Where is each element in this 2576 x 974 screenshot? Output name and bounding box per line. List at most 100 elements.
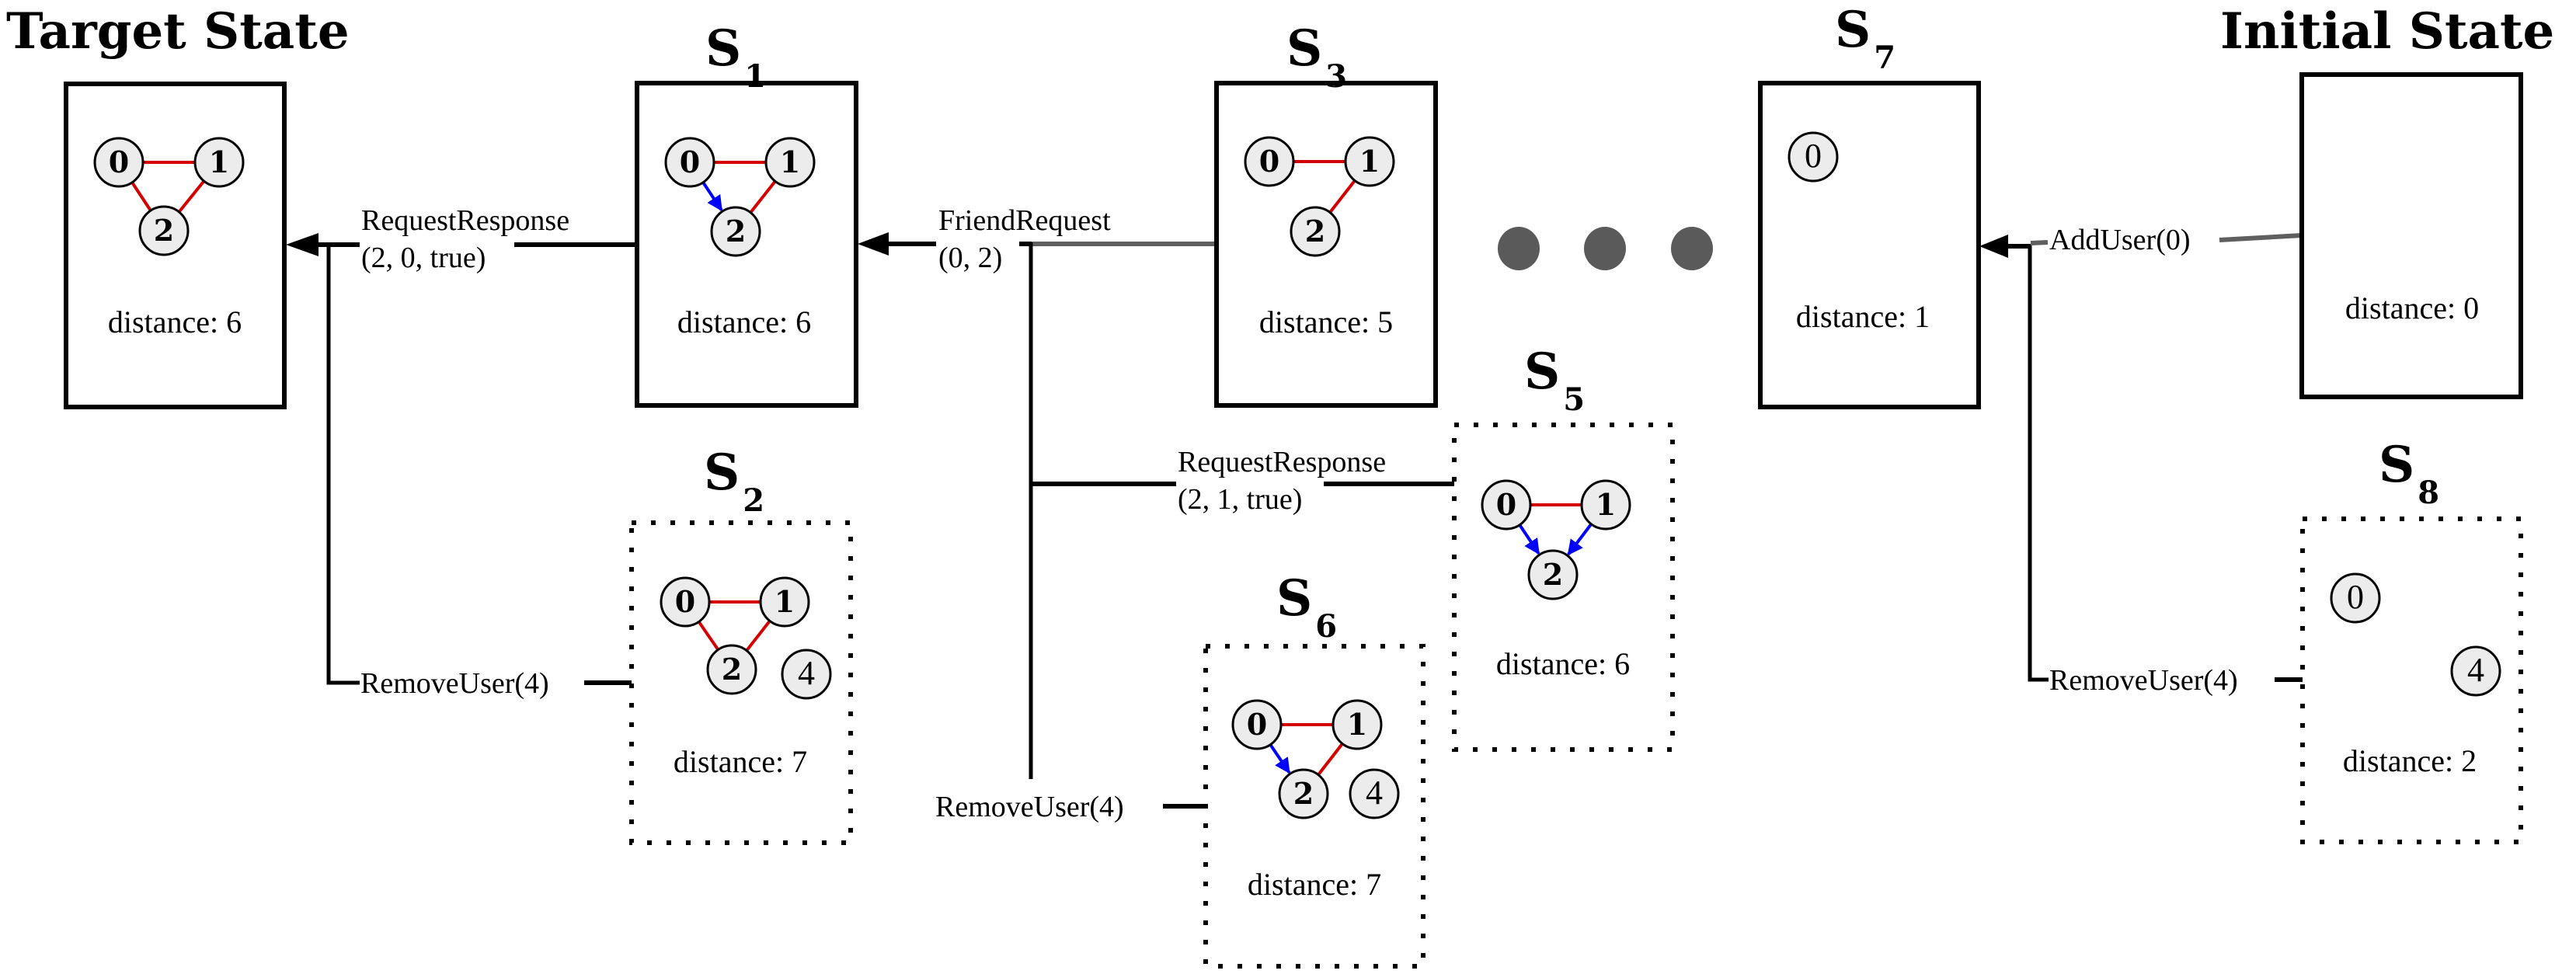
user-node: 0 — [1231, 699, 1283, 750]
user-node: 0 — [660, 576, 711, 628]
state-subscript: 7 — [1874, 40, 1895, 76]
action-label: RemoveUser(4) — [935, 791, 1124, 823]
distance-label: distance: 7 — [674, 744, 807, 779]
friendship-edge — [1328, 179, 1356, 214]
friendship-edge — [745, 620, 771, 652]
arrowhead-s1 — [858, 232, 889, 256]
distance-label: distance: 2 — [2343, 743, 2477, 778]
action-label: AddUser(0) — [2049, 224, 2191, 256]
user-node-id: 0 — [1805, 137, 1822, 175]
user-node-circle — [1278, 768, 1329, 819]
ellipsis-omitted-states — [1498, 227, 1713, 270]
user-node: 2 — [1278, 768, 1329, 819]
user-node-circle — [2450, 645, 2501, 697]
action-label: RequestResponse — [1178, 446, 1386, 478]
action-args: (0, 2) — [938, 242, 1002, 274]
user-node: 2 — [710, 206, 761, 257]
user-node-id: 2 — [722, 652, 742, 687]
user-node: 4 — [1349, 768, 1400, 819]
user-node-circle — [706, 644, 757, 695]
user-node-id: 0 — [1259, 144, 1279, 179]
user-node-circle — [764, 137, 816, 188]
user-node-id: 0 — [1247, 707, 1267, 742]
state-box[interactable] — [2299, 72, 2523, 399]
state-subscript: 6 — [1315, 608, 1337, 645]
state-box[interactable] — [64, 82, 287, 409]
user-node-id: 0 — [1496, 487, 1516, 522]
user-node: 2 — [138, 205, 190, 256]
user-node-id: 1 — [1596, 487, 1616, 522]
distance-label: distance: 6 — [677, 304, 811, 339]
state-box[interactable] — [635, 81, 858, 408]
user-node-id: 0 — [2347, 578, 2364, 616]
user-node-id: 1 — [209, 144, 229, 179]
user-node-id: 2 — [1543, 557, 1563, 592]
state-subscript: 2 — [743, 482, 764, 519]
transition-labels: RequestResponse (2, 0, true) RemoveUser(… — [360, 204, 2238, 823]
state-box[interactable] — [1758, 81, 1981, 409]
user-node-circle — [193, 137, 245, 188]
user-node-circle — [1290, 206, 1341, 257]
user-node-circle — [660, 576, 711, 628]
action-label: RemoveUser(4) — [2049, 664, 2238, 697]
user-node-circle — [1580, 479, 1631, 530]
state-box[interactable] — [1203, 644, 1426, 969]
action-args: (2, 1, true) — [1178, 483, 1302, 516]
user-node-circle — [664, 137, 715, 188]
user-node: 0 — [1788, 131, 1839, 183]
user-node-id: 4 — [2467, 651, 2484, 689]
friendship-edge — [697, 621, 720, 651]
user-node: 1 — [1344, 136, 1395, 187]
ellipsis-dot — [1671, 227, 1713, 270]
ellipsis-dot — [1498, 227, 1540, 270]
distance-label: distance: 0 — [2345, 290, 2479, 325]
action-args: (2, 0, true) — [361, 242, 486, 274]
state-subscript: 3 — [1325, 58, 1347, 95]
user-node: 2 — [1527, 549, 1579, 600]
user-node-id: 1 — [775, 584, 795, 619]
user-node-circle — [759, 576, 810, 628]
action-label: FriendRequest — [938, 204, 1111, 237]
user-node-circle — [93, 137, 144, 188]
friend-request-arrow — [1269, 743, 1291, 774]
distance-label: distance: 6 — [108, 304, 242, 339]
user-node-id: 4 — [1366, 774, 1383, 812]
distance-label: distance: 7 — [1248, 867, 1381, 902]
user-node: 2 — [706, 644, 757, 695]
friend-request-arrow — [701, 181, 723, 212]
user-node: 1 — [193, 137, 245, 188]
friendship-edge — [177, 179, 206, 214]
user-node-id: 2 — [726, 214, 746, 249]
state-box[interactable] — [1214, 81, 1438, 408]
user-node: 0 — [2330, 572, 2381, 624]
connector-target-s2 — [326, 242, 360, 685]
arrowhead-target — [286, 233, 319, 256]
friendship-edge — [131, 181, 152, 212]
user-node-id: 2 — [1305, 214, 1325, 249]
state-subscript: 1 — [744, 58, 766, 95]
distance-label: distance: 1 — [1796, 299, 1930, 334]
target-state-title: Target State — [6, 2, 350, 61]
state-subscript: 5 — [1563, 381, 1585, 418]
user-node-id: 2 — [1293, 776, 1314, 811]
user-node-circle — [1481, 479, 1532, 530]
initial-state-title: Initial State — [2220, 2, 2554, 61]
user-node: 2 — [1290, 206, 1341, 257]
user-node-circle — [1244, 136, 1295, 187]
user-node: 4 — [2450, 645, 2501, 697]
user-node: 4 — [781, 649, 832, 700]
user-node: 0 — [1244, 136, 1295, 187]
user-node-id: 1 — [780, 144, 800, 179]
user-node: 0 — [1481, 479, 1532, 530]
